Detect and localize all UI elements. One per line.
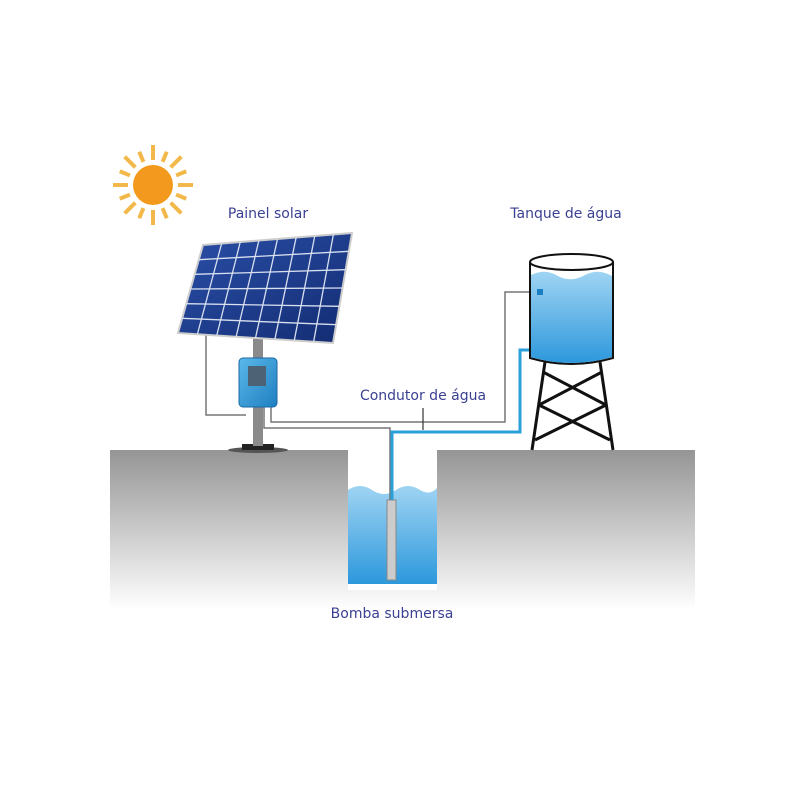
sun-ray bbox=[123, 201, 137, 215]
sun-ray bbox=[160, 207, 169, 220]
panel-grid-line bbox=[190, 287, 343, 290]
tank-tower bbox=[530, 361, 615, 451]
submersible-pump-label: Bomba submersa bbox=[330, 606, 454, 622]
sun-ray bbox=[175, 192, 188, 201]
panel-grid-line bbox=[198, 250, 349, 261]
sun-icon bbox=[113, 145, 193, 225]
pole-base bbox=[242, 444, 274, 450]
sun-ray bbox=[160, 150, 169, 163]
controller-display bbox=[248, 366, 266, 386]
sun-ray bbox=[169, 201, 183, 215]
sun-ray bbox=[123, 155, 137, 169]
sun-ray bbox=[175, 169, 188, 178]
solar-panel bbox=[176, 231, 354, 345]
water-tank-label: Tanque de água bbox=[510, 206, 622, 222]
water-pipe-label: Condutor de água bbox=[359, 388, 487, 404]
sun-ray bbox=[137, 207, 146, 220]
sun-ray bbox=[137, 150, 146, 163]
sun-ray bbox=[118, 192, 131, 201]
panel-grid-line bbox=[182, 317, 337, 326]
solar-panel-label: Painel solar bbox=[227, 206, 309, 222]
sun-disc bbox=[133, 165, 173, 205]
water-tank bbox=[529, 253, 614, 365]
panel-grid-line bbox=[186, 303, 340, 307]
sun-ray bbox=[169, 155, 183, 169]
sun-ray bbox=[118, 169, 131, 178]
water-pipe bbox=[390, 348, 533, 500]
wires bbox=[205, 291, 538, 500]
panel-grid-line bbox=[194, 269, 346, 275]
submersible-pump bbox=[386, 499, 397, 581]
